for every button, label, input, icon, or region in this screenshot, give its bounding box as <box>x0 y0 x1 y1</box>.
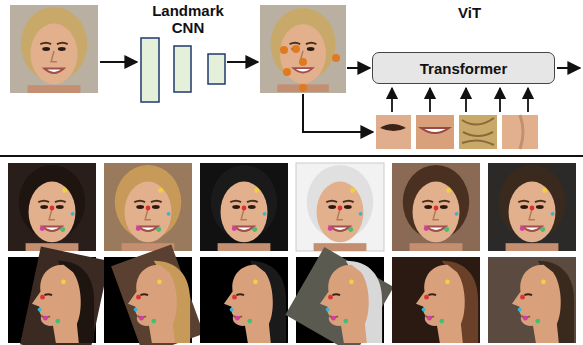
photo-background <box>200 163 288 251</box>
face-photo <box>128 261 190 343</box>
cnn-layer <box>141 38 159 102</box>
face-photo <box>21 7 87 93</box>
landmark-dots <box>134 279 162 323</box>
face-photo <box>320 261 382 343</box>
landmark-dots <box>280 45 340 92</box>
landmark-dots <box>520 188 555 232</box>
landmark-dots <box>136 188 171 232</box>
photo-background <box>296 163 384 251</box>
photo-background <box>488 257 576 343</box>
face-photo <box>224 261 286 343</box>
landmark-dots <box>326 279 354 323</box>
face-photo <box>512 261 574 343</box>
photo-crop <box>111 244 204 345</box>
photo-background <box>10 5 98 93</box>
cheek-patch <box>520 115 523 149</box>
landmark-dots <box>40 188 75 232</box>
eye-patch <box>376 115 411 149</box>
photo-background <box>200 257 288 343</box>
arrow <box>557 67 580 69</box>
photo-background <box>8 163 96 251</box>
face-photo <box>211 165 277 251</box>
node-text: Transformer <box>420 60 508 77</box>
landmark-dots <box>422 279 450 323</box>
photo-crop <box>285 247 393 345</box>
face-photo <box>115 165 181 251</box>
photo-background <box>488 163 576 251</box>
face-photo <box>271 8 336 92</box>
mouth-patch <box>416 115 454 149</box>
photo-crop <box>20 247 109 345</box>
arrow <box>227 61 258 63</box>
face-photo <box>403 165 469 251</box>
photo-background <box>392 163 480 251</box>
face-photo <box>307 165 373 251</box>
token-arrows <box>392 88 528 112</box>
arrow <box>347 67 370 69</box>
patch-arrow <box>303 94 373 132</box>
landmark-dots <box>232 188 267 232</box>
arrow <box>100 61 137 63</box>
face-photo <box>19 165 85 251</box>
landmark-dots <box>424 188 459 232</box>
node-text: Landmark CNN <box>146 2 230 36</box>
mouth-patch <box>421 128 449 133</box>
photo-background <box>260 5 346 93</box>
photo-background <box>104 163 192 251</box>
divider <box>0 155 583 157</box>
photo-background <box>392 257 480 343</box>
transformer-box: Transformer <box>372 52 555 84</box>
landmark-dots <box>38 279 66 323</box>
hair-patch <box>459 115 497 149</box>
face-photo <box>499 165 565 251</box>
landmark-dots <box>518 279 546 323</box>
hair-patch <box>462 118 494 145</box>
face-photo <box>416 261 478 343</box>
cnn-layer <box>208 54 225 84</box>
landmark-dots <box>328 188 363 232</box>
cheek-patch <box>502 115 538 149</box>
landmark-dots <box>230 279 258 323</box>
section-title: ViT <box>458 4 481 21</box>
cnn-layer <box>174 46 191 92</box>
face-photo <box>32 261 94 343</box>
cnn-label-group: Landmark CNN <box>146 2 230 36</box>
eye-patch <box>380 124 406 131</box>
